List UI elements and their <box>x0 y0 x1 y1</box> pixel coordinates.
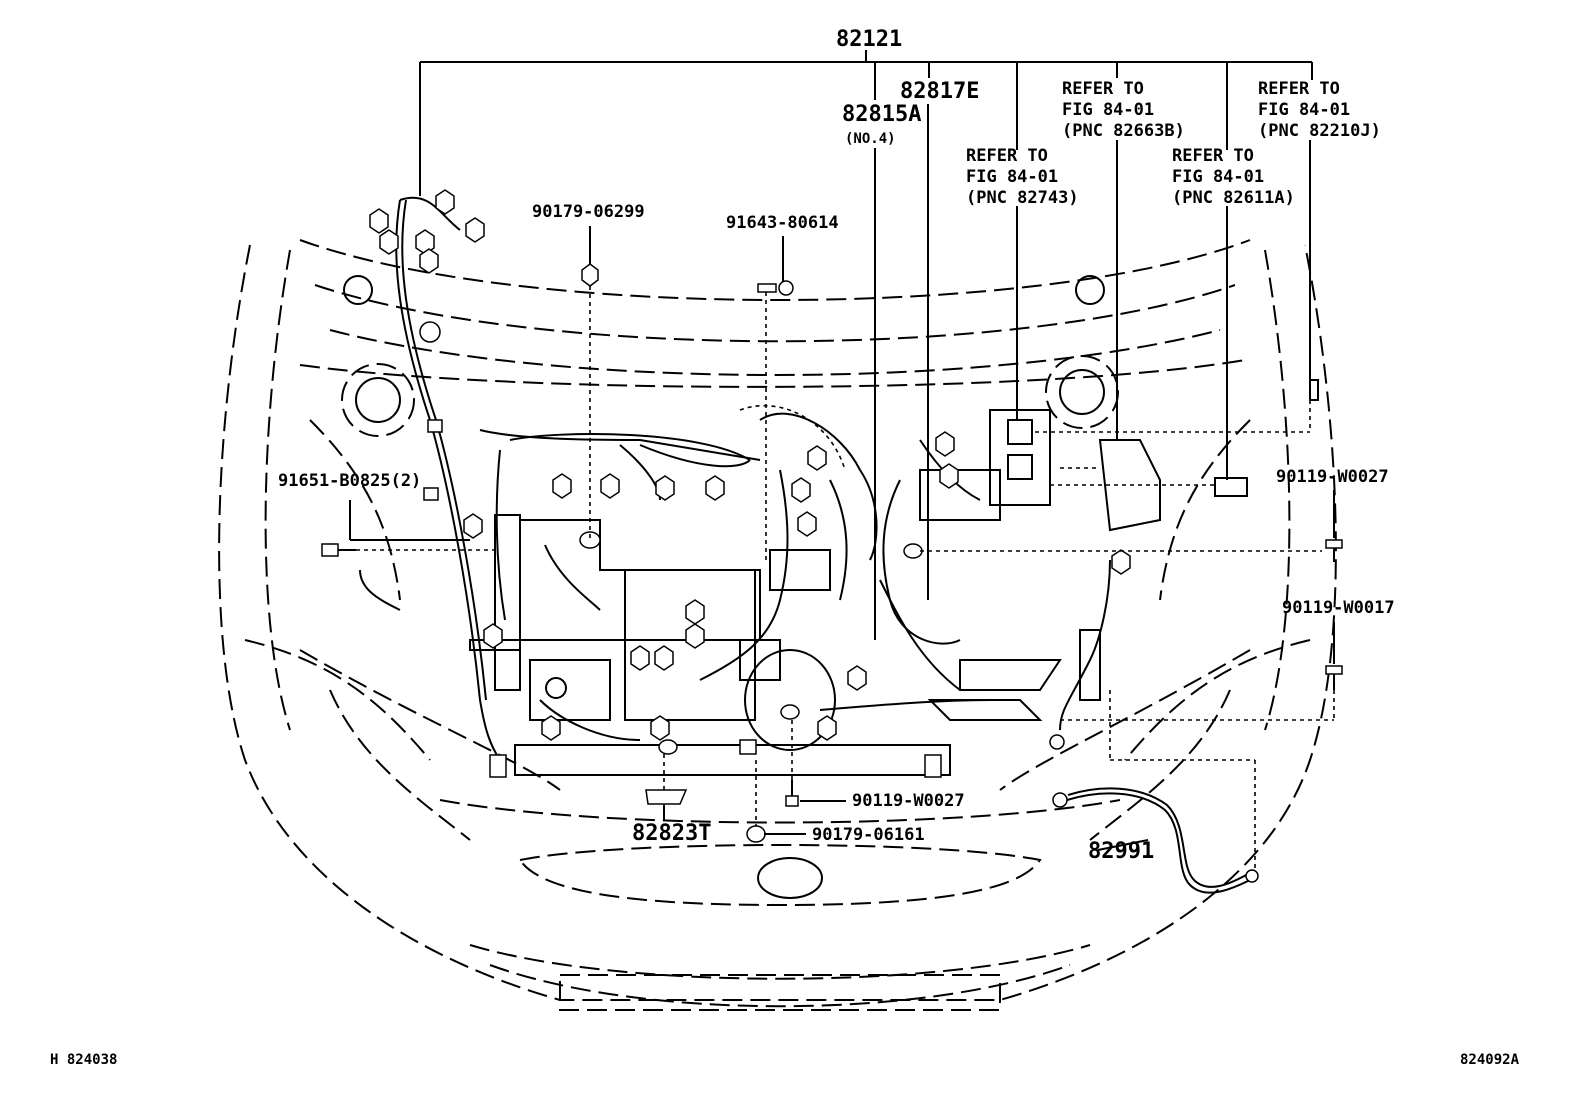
nut-90179-06161-icon <box>746 825 766 843</box>
label-90119-w0017: 90119-W0017 <box>1282 598 1395 618</box>
label-82823t: 82823T <box>632 821 711 846</box>
label-90119-w0027-bottom: 90119-W0027 <box>852 791 965 811</box>
nut-90179-06299-icon <box>581 263 599 287</box>
footer-right-code: 824092A <box>1460 1052 1520 1068</box>
refer-82743-line2: FIG 84-01 <box>966 167 1058 187</box>
refer-82663b-line1: REFER TO <box>1062 79 1144 99</box>
bolt-91651-icon <box>321 543 339 557</box>
vehicle-body-outline <box>218 239 1337 1011</box>
label-82817e: 82817E <box>900 79 979 104</box>
refer-82743-line3: (PNC 82743) <box>966 188 1079 208</box>
clip-91643-80614-icon <box>757 283 777 293</box>
bracket-82823t-icon <box>645 789 688 805</box>
refer-82210j-line3: (PNC 82210J) <box>1258 121 1381 141</box>
refer-82210j-line2: FIG 84-01 <box>1258 100 1350 120</box>
refer-82210j-line1: REFER TO <box>1258 79 1340 99</box>
fastener-icons <box>321 263 1343 843</box>
ground-cable <box>1052 787 1259 894</box>
label-91651-b0825: 91651-B0825(2) <box>278 471 421 491</box>
label-82991: 82991 <box>1088 839 1154 864</box>
bolt-90119-w0027-icon <box>1325 539 1343 549</box>
label-90179-06161: 90179-06161 <box>812 825 925 845</box>
refer-82611a-line1: REFER TO <box>1172 146 1254 166</box>
label-82121: 82121 <box>836 27 902 52</box>
refer-82611a-line2: FIG 84-01 <box>1172 167 1264 187</box>
refer-82743-line1: REFER TO <box>966 146 1048 166</box>
footer-left-code: H 824038 <box>50 1052 117 1068</box>
refer-82663b-line2: FIG 84-01 <box>1062 100 1154 120</box>
bolt-90119-w0027-bottom-icon <box>785 795 799 807</box>
label-82815a-note: (NO.4) <box>845 131 896 147</box>
label-91643-80614: 91643-80614 <box>726 213 839 233</box>
label-90179-06299: 90179-06299 <box>532 202 645 222</box>
bolt-90119-w0017-icon <box>1325 665 1343 675</box>
part-labels: 82121 82817E 82815A (NO.4) REFER TO FIG … <box>50 27 1520 1068</box>
leader-lines <box>349 50 1335 870</box>
refer-82663b-line3: (PNC 82663B) <box>1062 121 1185 141</box>
label-82815a: 82815A <box>842 102 921 127</box>
refer-82611a-line3: (PNC 82611A) <box>1172 188 1295 208</box>
connectors <box>369 189 1131 778</box>
label-90119-w0027-right: 90119-W0027 <box>1276 467 1389 487</box>
wire-harness <box>350 196 1111 761</box>
